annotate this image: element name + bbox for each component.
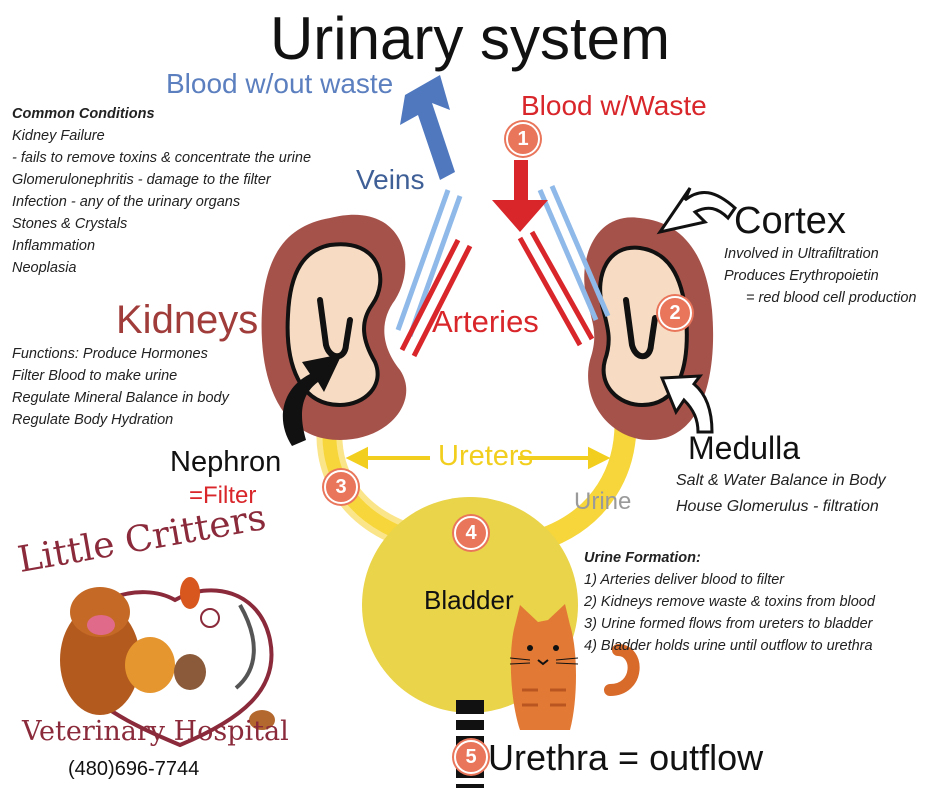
urine-step: 3) Urine formed flows from ureters to bl… bbox=[584, 616, 873, 632]
function-item: Filter Blood to make urine bbox=[12, 368, 178, 384]
right-ureter bbox=[536, 409, 637, 551]
step-badge-5: 5 bbox=[454, 740, 488, 774]
right-arteries bbox=[517, 230, 595, 347]
urine-step: 2) Kidneys remove waste & toxins from bl… bbox=[584, 594, 875, 610]
logo-art bbox=[60, 577, 275, 748]
medulla-note: House Glomerulus - filtration bbox=[676, 498, 879, 515]
arteries-label: Arteries bbox=[432, 304, 539, 339]
step-badge-1: 1 bbox=[506, 122, 540, 156]
condition-item: Stones & Crystals bbox=[12, 216, 128, 232]
urine-step: 4) Bladder holds urine until outflow to … bbox=[584, 638, 873, 654]
bladder-label: Bladder bbox=[424, 585, 514, 615]
blood-in-label: Blood w/Waste bbox=[521, 90, 707, 121]
cortex-note: Produces Erythropoietin bbox=[724, 268, 879, 284]
veins-label: Veins bbox=[356, 164, 425, 195]
urine-formation-heading: Urine Formation: bbox=[584, 550, 701, 566]
condition-item: Neoplasia bbox=[12, 260, 77, 276]
ureters-arrow bbox=[345, 446, 611, 470]
condition-item: Kidney Failure bbox=[12, 128, 105, 144]
cortex-arrow bbox=[656, 187, 737, 235]
urine-formation-steps: Urine Formation: 1) Arteries deliver blo… bbox=[584, 547, 934, 657]
nephron-label: Nephron bbox=[170, 446, 282, 478]
function-item: Regulate Body Hydration bbox=[12, 412, 174, 428]
kidney-functions-list: Functions: Produce Hormones Filter Blood… bbox=[12, 343, 272, 431]
medulla-label: Medulla bbox=[688, 430, 801, 466]
condition-item: Inflammation bbox=[12, 238, 96, 254]
step-badge-3: 3 bbox=[324, 470, 358, 504]
filter-label: =Filter bbox=[189, 482, 257, 509]
ureters-label: Ureters bbox=[438, 440, 534, 472]
right-nephron-loop bbox=[623, 297, 658, 360]
cortex-note: = red blood cell production bbox=[746, 290, 917, 306]
right-veins bbox=[537, 185, 611, 321]
left-arteries bbox=[399, 238, 473, 358]
function-item: Regulate Mineral Balance in body bbox=[12, 390, 229, 406]
condition-item: Glomerulonephritis - damage to the filte… bbox=[12, 172, 271, 188]
blood-out-label: Blood w/out waste bbox=[166, 68, 394, 99]
common-conditions-list: Common Conditions Kidney Failure - fails… bbox=[12, 103, 362, 279]
diagram-title: Urinary system bbox=[269, 5, 671, 72]
medulla-notes: Salt & Water Balance in Body House Glome… bbox=[676, 468, 936, 520]
medulla-note: Salt & Water Balance in Body bbox=[676, 472, 886, 489]
cortex-notes: Involved in Ultrafiltration Produces Ery… bbox=[724, 243, 934, 309]
logo-subtitle: Veterinary Hospital bbox=[22, 716, 289, 747]
urine-step: 1) Arteries deliver blood to filter bbox=[584, 572, 785, 588]
step-badge-4: 4 bbox=[454, 516, 488, 550]
medulla-arrow bbox=[659, 374, 714, 434]
function-item: Functions: Produce Hormones bbox=[12, 346, 208, 362]
logo-phone: (480)696-7744 bbox=[68, 758, 200, 780]
cat-illustration bbox=[509, 604, 640, 730]
cortex-note: Involved in Ultrafiltration bbox=[724, 246, 879, 262]
blood-in-arrow bbox=[492, 160, 548, 232]
cortex-label: Cortex bbox=[734, 200, 846, 242]
conditions-heading: Common Conditions bbox=[12, 106, 155, 122]
nephron-arrow bbox=[282, 354, 342, 446]
condition-item: Infection - any of the urinary organs bbox=[12, 194, 241, 210]
condition-item: - fails to remove toxins & concentrate t… bbox=[12, 150, 312, 166]
urethra-label: Urethra = outflow bbox=[488, 737, 764, 778]
blood-out-arrow bbox=[400, 75, 455, 180]
urine-label: Urine bbox=[574, 488, 632, 515]
kidneys-label: Kidneys bbox=[116, 298, 259, 342]
step-badge-2: 2 bbox=[658, 296, 692, 330]
